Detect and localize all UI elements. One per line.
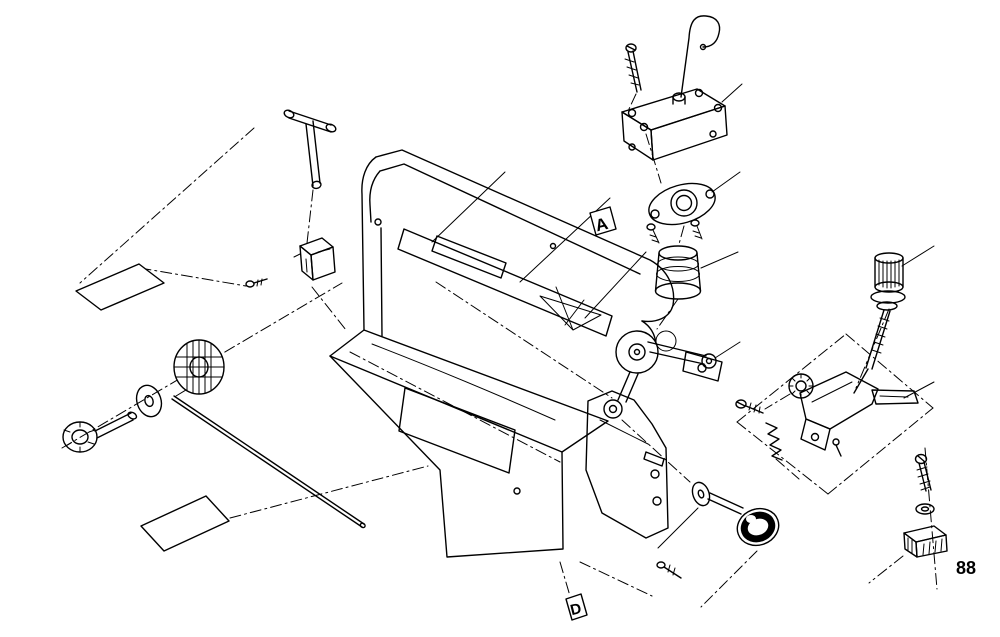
blade-clamp (293, 237, 336, 281)
blade-holder-lever (788, 371, 919, 457)
clamp-bracket (903, 525, 948, 558)
section-label-a: A (593, 214, 610, 235)
thumb-knob (62, 411, 138, 453)
hanger-hook (680, 15, 721, 98)
bottom-knob-assembly (656, 481, 780, 579)
section-label-d: D (569, 600, 584, 619)
clamp-screw (245, 278, 268, 288)
callout-box-lower (140, 495, 230, 552)
part-number-label: 88 (956, 558, 976, 578)
main-frame (329, 149, 723, 558)
washer-disc (135, 384, 163, 418)
switch-box (621, 88, 728, 161)
pulley-wheel (615, 330, 723, 403)
flat-washer (915, 503, 935, 515)
long-tension-rod (171, 395, 366, 529)
set-screw-and-spring (735, 399, 783, 461)
callout-box-upper (75, 263, 165, 311)
section-marker-d: D (565, 593, 588, 621)
leader-lines (431, 83, 935, 549)
t-handle-rod (283, 109, 337, 190)
section-marker-a: A (589, 206, 617, 236)
rear-upright (585, 390, 669, 539)
bellows-coupler (654, 245, 702, 300)
ribbed-wheel (173, 339, 225, 395)
mounting-screw (914, 453, 932, 492)
bearing-flange (646, 182, 716, 244)
tensioner-knob (853, 252, 906, 394)
box-screw (624, 43, 642, 93)
